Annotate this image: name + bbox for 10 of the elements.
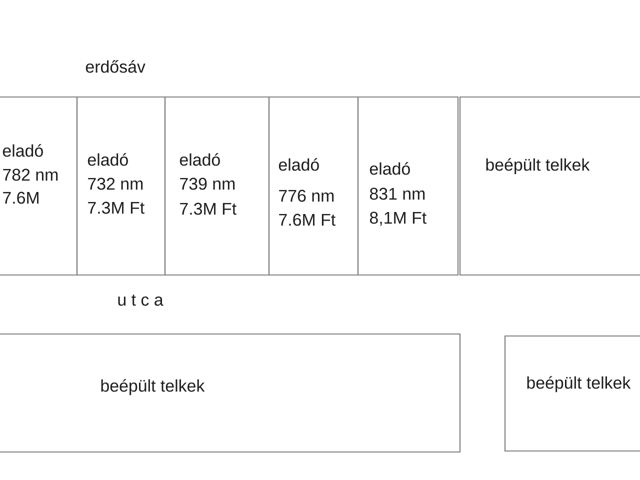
lot-box: eladó 732 nm 7.3M Ft: [76, 96, 166, 276]
lot-box: eladó 739 nm 7.3M Ft: [164, 96, 270, 276]
street-label: u t c a: [118, 294, 164, 306]
lot-box: beépült telkek: [459, 96, 640, 276]
lot-box: eladó 831 nm 8,1M Ft: [357, 96, 459, 276]
lot-box: eladó 776 nm 7.6M Ft: [268, 96, 359, 276]
lot-box: beépült telkek: [0, 333, 461, 453]
lot-box: eladó 782 nm 7.6M: [0, 96, 78, 276]
lot-box: beépült telkek: [504, 335, 640, 452]
area-label: erdősáv: [86, 60, 146, 73]
